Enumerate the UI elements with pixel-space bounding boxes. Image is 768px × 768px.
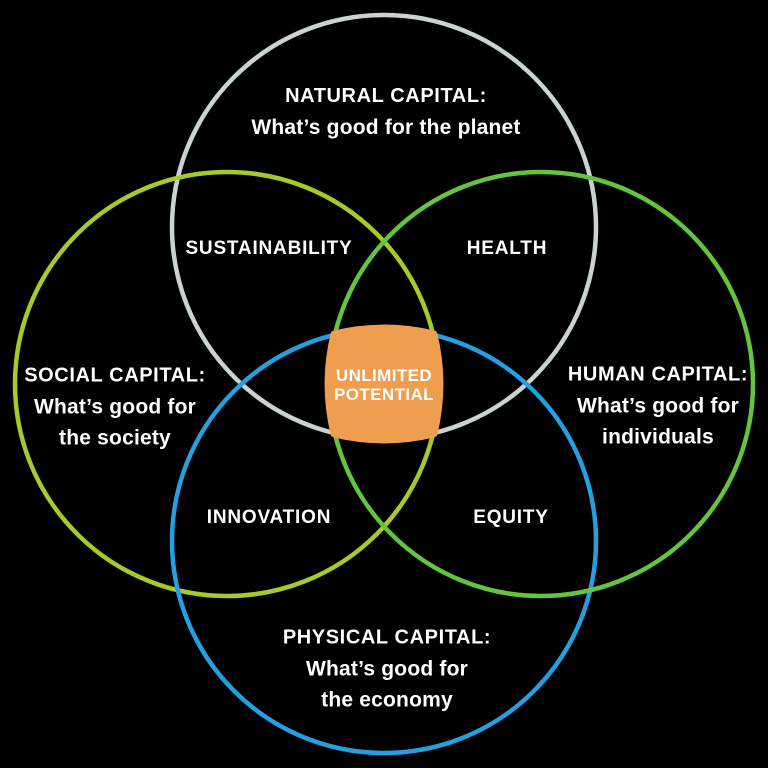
social-capital-subtitle-line2: the society <box>59 426 171 450</box>
physical-capital-subtitle-line1: What’s good for <box>305 657 469 681</box>
physical-capital-label: PHYSICAL CAPITAL: What’s good for the ec… <box>283 623 491 716</box>
unlimited-potential-line1: UNLIMITED <box>335 366 433 385</box>
physical-capital-subtitle-line2: the economy <box>321 688 453 712</box>
unlimited-potential-line2: POTENTIAL <box>334 385 434 404</box>
equity-label: EQUITY <box>473 507 549 528</box>
innovation-label: INNOVATION <box>206 507 332 528</box>
social-capital-label: SOCIAL CAPITAL: What’s good for the soci… <box>24 361 206 454</box>
natural-capital-subtitle: What’s good for the planet <box>251 116 521 139</box>
natural-capital-title: NATURAL CAPITAL: <box>285 85 487 107</box>
physical-capital-title: PHYSICAL CAPITAL: <box>282 626 492 649</box>
social-capital-title: SOCIAL CAPITAL: <box>24 364 206 387</box>
health-label: HEALTH <box>466 238 548 259</box>
human-capital-title: HUMAN CAPITAL: <box>567 363 749 386</box>
social-capital-subtitle-line1: What’s good for <box>33 395 197 419</box>
unlimited-potential-label: UNLIMITED POTENTIAL <box>334 366 434 404</box>
natural-capital-label: NATURAL CAPITAL: What’s good for the pla… <box>251 81 520 143</box>
human-capital-label: HUMAN CAPITAL: What’s good for individua… <box>568 360 748 453</box>
center-intersection-shape <box>324 324 444 444</box>
sustainability-label: SUSTAINABILITY <box>185 238 353 259</box>
human-capital-subtitle-line2: individuals <box>602 425 714 449</box>
human-capital-subtitle-line1: What’s good for <box>576 394 740 418</box>
